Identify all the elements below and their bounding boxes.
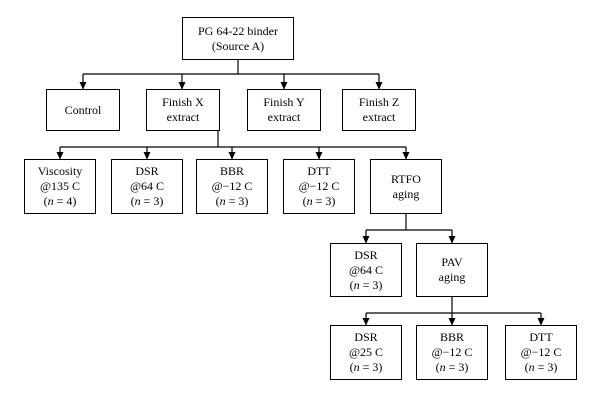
- bbr-sample-count: (n = 3): [215, 194, 249, 208]
- finish-y-label: Finish Y: [263, 95, 305, 109]
- pav-label: PAV: [441, 255, 463, 269]
- finish-z-sub: extract: [362, 110, 396, 124]
- dtt-pav-label: DTT: [529, 330, 553, 344]
- finish-y-box: Finish Y extract: [247, 89, 321, 131]
- dsr-pav-sample-count: (n = 3): [349, 360, 383, 374]
- dsr-25-box: DSR @25 C (n = 3): [330, 325, 402, 380]
- bbr-pav-box: BBR @−12 C (n = 3): [416, 325, 488, 380]
- dsr-sample-count: (n = 3): [130, 194, 164, 208]
- dsr-temp: @64 C: [129, 179, 165, 193]
- rtfo-label: RTFO: [391, 171, 421, 186]
- bbr-pav-label: BBR: [439, 330, 464, 344]
- bbr-pav-sample-count: (n = 3): [435, 360, 469, 374]
- viscosity-label: Viscosity: [37, 164, 83, 178]
- finish-x-label: Finish X: [162, 95, 204, 109]
- dtt-sample-count: (n = 3): [302, 194, 336, 208]
- finish-z-box: Finish Z extract: [342, 89, 416, 131]
- dsr-pav-temp: @25 C: [348, 345, 384, 359]
- pav-aging-box: PAV aging: [416, 243, 488, 297]
- binder-source-box: PG 64-22 binder (Source A): [182, 17, 294, 60]
- control-box: Control: [46, 89, 120, 131]
- viscosity-box: Viscosity @135 C (n = 4): [24, 159, 96, 214]
- pav-sub: aging: [438, 270, 466, 284]
- finish-x-box: Finish X extract: [146, 89, 220, 131]
- finish-z-label: Finish Z: [358, 95, 400, 109]
- dsr-rtfo-sample-count: (n = 3): [349, 277, 383, 292]
- viscosity-temp: @135 C: [39, 179, 81, 193]
- bbr-pav-temp: @−12 C: [431, 345, 473, 359]
- binder-source: (Source A): [211, 38, 265, 53]
- bbr-temp: @−12 C: [211, 179, 253, 193]
- dtt-label: DTT: [307, 164, 331, 178]
- bbr-label: BBR: [219, 164, 244, 178]
- dtt-temp: @−12 C: [298, 179, 340, 193]
- control-label: Control: [64, 102, 102, 117]
- finish-x-sub: extract: [166, 110, 200, 124]
- binder-name: PG 64-22 binder: [198, 23, 278, 38]
- rtfo-sub: aging: [392, 186, 420, 201]
- dsr-label: DSR: [135, 164, 159, 178]
- finish-y-sub: extract: [267, 110, 301, 124]
- dtt-pav-temp: @−12 C: [520, 345, 562, 359]
- dtt-pav-box: DTT @−12 C (n = 3): [505, 325, 577, 380]
- dtt-box: DTT @−12 C (n = 3): [283, 159, 355, 214]
- viscosity-sample-count: (n = 4): [43, 194, 77, 208]
- dsr-rtfo-label: DSR: [354, 247, 378, 262]
- dsr-pav-label: DSR: [354, 330, 378, 344]
- rtfo-aging-box: RTFO aging: [370, 159, 442, 214]
- dsr-rtfo-temp: @64 C: [348, 262, 384, 277]
- bbr-box: BBR @−12 C (n = 3): [196, 159, 268, 214]
- dsr-64-box: DSR @64 C (n = 3): [111, 159, 183, 214]
- dtt-pav-sample-count: (n = 3): [524, 360, 558, 374]
- dsr-64-rtfo-box: DSR @64 C (n = 3): [330, 243, 402, 297]
